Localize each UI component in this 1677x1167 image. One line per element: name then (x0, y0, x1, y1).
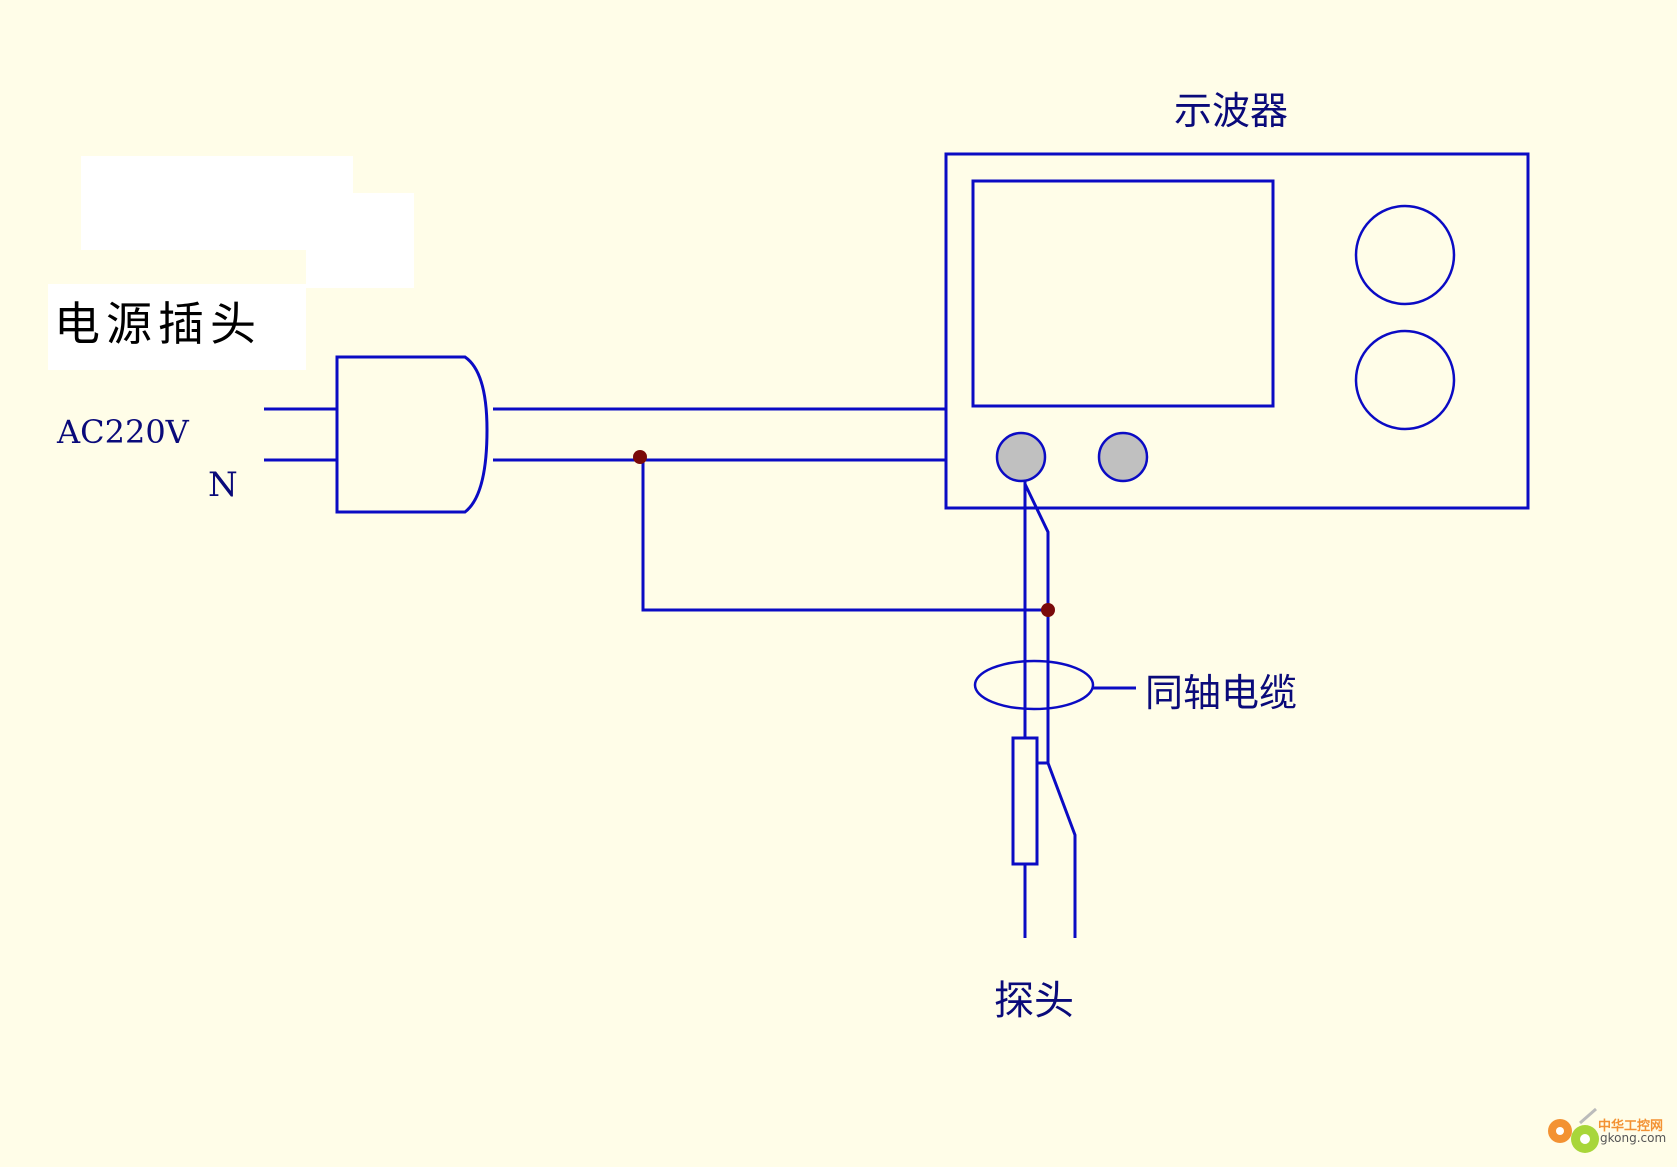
junction-dot-shield (1041, 603, 1055, 617)
junction-dot-neutral (633, 450, 647, 464)
probe-resistor (1011, 736, 1039, 866)
label-coax-cable: 同轴电缆 (1145, 671, 1298, 715)
gear-icon (1548, 1107, 1599, 1153)
oscilloscope-body (944, 152, 1530, 510)
probe (1011, 736, 1077, 938)
input-connector-ch2 (1097, 431, 1149, 483)
wire-ground-loop (641, 458, 1048, 612)
watermark-logo: 中华工控网 gkong.com (1540, 1105, 1677, 1160)
watermark-cn: 中华工控网 (1598, 1119, 1664, 1134)
oscilloscope (944, 152, 1530, 510)
label-neutral: N (208, 465, 238, 505)
label-probe: 探头 (994, 978, 1074, 1024)
knob-bottom (1354, 329, 1456, 431)
label-ac220v: AC220V (57, 413, 189, 451)
coax-cable-ellipse (973, 659, 1095, 711)
probe-ground-lead (1046, 762, 1077, 938)
watermark-domain: gkong.com (1600, 1131, 1667, 1145)
power-plug (264, 355, 489, 514)
label-oscilloscope: 示波器 (1174, 89, 1289, 133)
coax-shield-conductor (1023, 483, 1050, 763)
label-power-plug: 电源插头 (54, 297, 262, 351)
knob-top (1354, 204, 1456, 306)
white-mask-label (48, 284, 306, 370)
white-mask-right (306, 193, 414, 288)
oscilloscope-screen (971, 179, 1275, 408)
input-connector-ch1 (995, 431, 1047, 483)
